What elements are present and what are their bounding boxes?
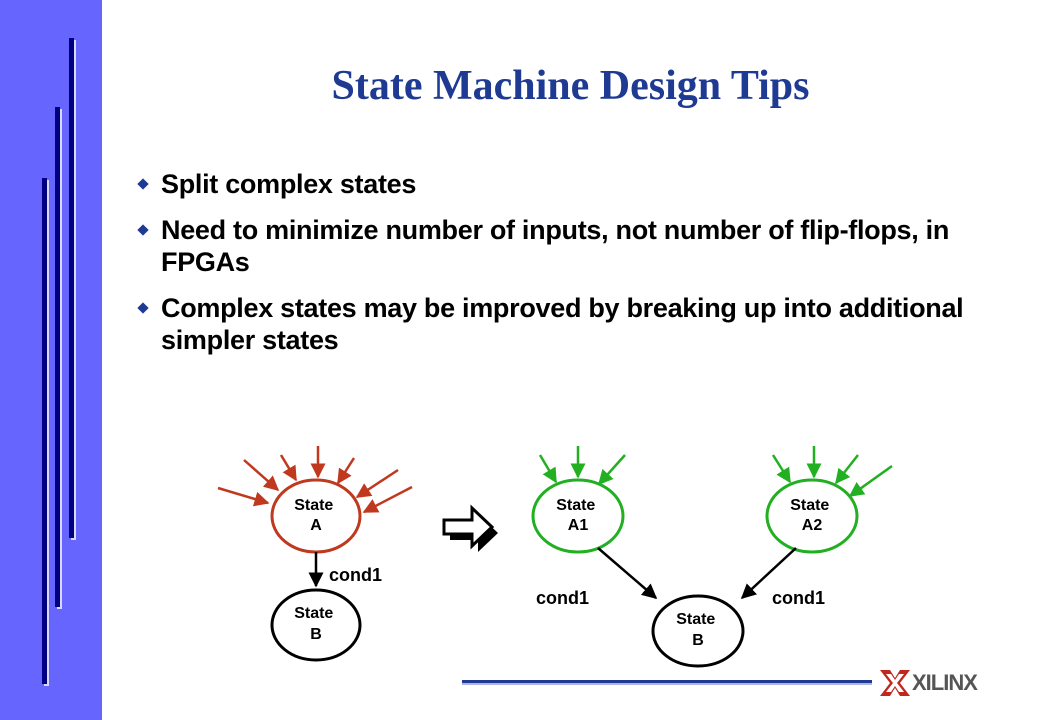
right-arrow-icon <box>442 504 498 552</box>
transition-label-right: cond1 <box>772 588 825 608</box>
input-arrow <box>848 464 893 498</box>
transition-arrow <box>740 547 797 600</box>
state-a2-label-line2: A2 <box>802 517 823 534</box>
xilinx-logo-icon <box>880 670 910 696</box>
state-a1-node <box>531 478 625 554</box>
svg-text:State A1: State A1 <box>556 497 600 534</box>
svg-text:State A2: State A2 <box>790 497 834 534</box>
decorative-bar <box>55 107 60 607</box>
state-a-inputs <box>217 446 413 514</box>
bullet-text: Need to minimize number of inputs, not n… <box>161 215 950 277</box>
input-arrow <box>217 486 270 507</box>
state-a2-inputs <box>771 446 893 498</box>
bullet-item: Complex states may be improved by breaki… <box>133 292 973 356</box>
state-b-label-line1: State <box>294 605 333 622</box>
state-a-label-line2: A <box>310 517 322 534</box>
footer-rule <box>462 680 872 683</box>
decorative-bar <box>69 38 74 538</box>
xilinx-logo: XILINX <box>878 666 998 700</box>
svg-text:State B: State B <box>294 605 338 643</box>
decorative-bar <box>42 178 47 684</box>
state-a1-inputs <box>538 446 626 486</box>
state-a1-label-line2: A1 <box>568 517 589 534</box>
bullet-list: Split complex states Need to minimize nu… <box>133 168 973 370</box>
state-b2-label-line1: State <box>676 611 715 628</box>
state-b2-label-line2: B <box>692 632 704 649</box>
input-arrow <box>771 454 792 484</box>
input-arrow <box>336 457 356 485</box>
input-arrow <box>835 454 859 485</box>
transition-arrow <box>597 547 658 599</box>
transition-label-left: cond1 <box>536 588 589 608</box>
bullet-text: Split complex states <box>161 169 417 199</box>
bullet-item: Split complex states <box>133 168 973 200</box>
state-b-label-line2: B <box>310 626 322 643</box>
slide-title: State Machine Design Tips <box>331 63 810 109</box>
svg-text:State A: State A <box>294 497 338 534</box>
input-arrow <box>243 459 280 491</box>
state-a2-node <box>765 478 859 554</box>
state-a-label-line1: State <box>294 497 333 514</box>
transition-label: cond1 <box>329 565 382 585</box>
svg-text:State B: State B <box>676 611 720 649</box>
input-arrow <box>597 454 626 486</box>
input-arrow <box>279 454 298 482</box>
state-b-node <box>270 588 362 662</box>
state-a1-label-line1: State <box>556 497 595 514</box>
state-a-node <box>270 478 362 554</box>
bullet-item: Need to minimize number of inputs, not n… <box>133 214 973 278</box>
input-arrow <box>362 485 413 514</box>
state-b-node <box>651 594 745 668</box>
left-sidebar <box>0 0 102 720</box>
input-arrow <box>538 454 558 484</box>
logo-text: XILINX <box>912 670 978 695</box>
bullet-text: Complex states may be improved by breaki… <box>161 293 964 355</box>
state-a2-label-line1: State <box>790 497 829 514</box>
input-arrow <box>355 468 399 499</box>
